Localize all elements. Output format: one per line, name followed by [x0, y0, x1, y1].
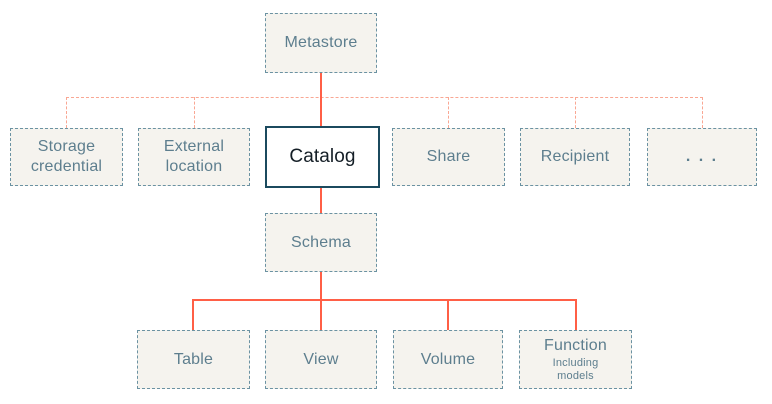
node-table-label: Table — [173, 350, 214, 368]
node-schema-label: Schema — [291, 233, 351, 251]
node-external-location-label: External location — [163, 138, 225, 175]
node-storage-credential: Storage credential — [10, 128, 123, 186]
node-view-label: View — [303, 350, 339, 368]
node-volume: Volume — [393, 330, 503, 389]
connector-metastore-catalog — [320, 73, 322, 127]
node-view: View — [265, 330, 377, 389]
node-share-label: Share — [426, 148, 471, 165]
node-external-location: External location — [138, 128, 250, 186]
connector-drop-table — [192, 300, 194, 330]
node-ellipsis-label: . . . — [685, 148, 719, 165]
node-catalog: Catalog — [265, 126, 380, 188]
connector-drop-function — [575, 300, 577, 330]
node-function-label: Function — [544, 336, 607, 354]
connector-metastore-children-dotted-rail — [66, 97, 703, 98]
node-catalog-label: Catalog — [289, 146, 356, 168]
node-storage-credential-label: Storage credential — [30, 138, 103, 175]
node-function-sublabel: Including models — [552, 356, 599, 382]
node-recipient: Recipient — [520, 128, 630, 186]
node-recipient-label: Recipient — [540, 148, 610, 165]
connector-drop-storage-credential — [66, 97, 67, 128]
connector-drop-volume — [447, 300, 449, 330]
node-metastore-label: Metastore — [284, 34, 358, 51]
node-table: Table — [137, 330, 250, 389]
node-ellipsis: . . . — [647, 128, 757, 186]
connector-schema-children-rail — [192, 299, 577, 301]
connector-catalog-schema — [320, 188, 322, 214]
node-function: Function Including models — [519, 330, 632, 389]
node-metastore: Metastore — [265, 13, 377, 73]
connector-drop-recipient — [575, 97, 576, 128]
connector-drop-ellipsis — [702, 97, 703, 128]
connector-schema-view — [320, 272, 322, 330]
connector-drop-share — [448, 97, 449, 128]
node-volume-label: Volume — [420, 350, 476, 368]
node-schema: Schema — [265, 213, 377, 272]
node-share: Share — [392, 128, 505, 186]
connector-drop-external-location — [194, 97, 195, 128]
